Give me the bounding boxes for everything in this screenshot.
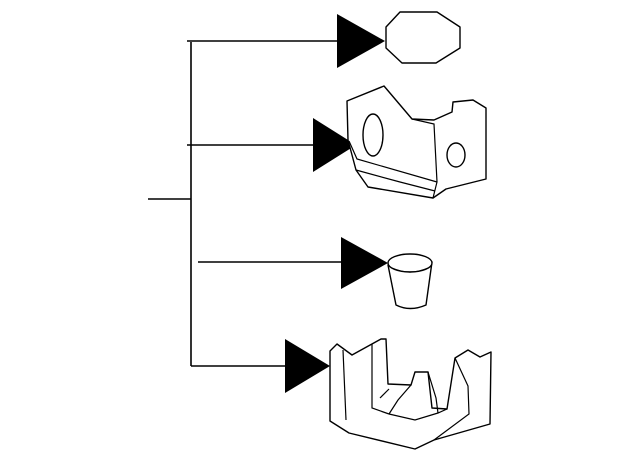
arrowhead-1 (337, 14, 385, 68)
slotted-mount-icon[interactable] (329, 338, 492, 450)
connector-tree (148, 40, 342, 367)
arrowhead-4 (285, 339, 330, 393)
arrowhead-3 (341, 237, 388, 289)
arrowhead-2 (313, 118, 356, 172)
arrowheads (285, 14, 388, 393)
cylindrical-cup-icon[interactable] (387, 253, 433, 310)
bracket-with-holes-icon[interactable] (346, 85, 487, 199)
octagonal-cap-icon[interactable] (385, 11, 461, 64)
